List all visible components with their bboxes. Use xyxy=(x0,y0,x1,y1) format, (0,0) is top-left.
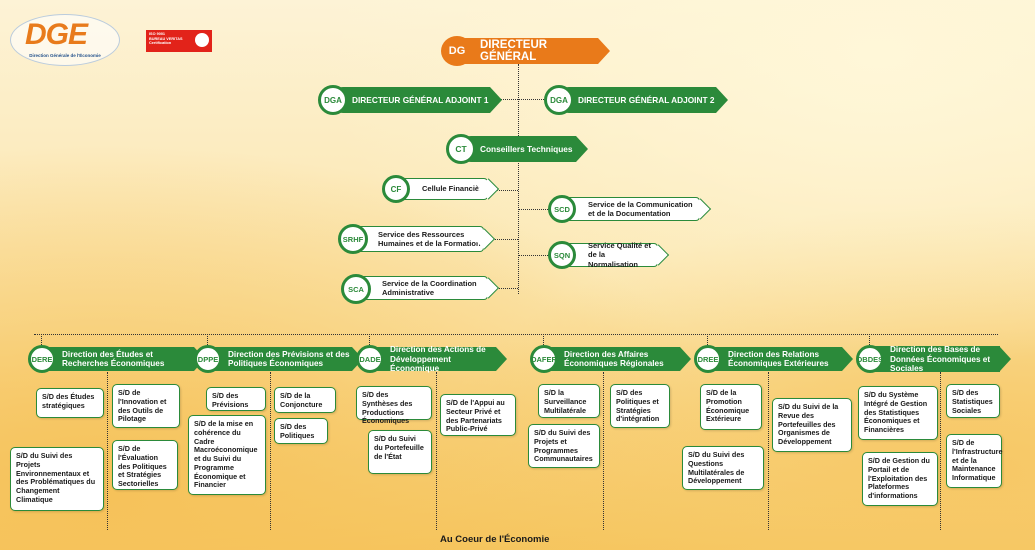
subdirection-box: S/D du Suivi des Questions Multilatérale… xyxy=(682,446,764,490)
service-cf: Cellule Financière xyxy=(396,178,488,200)
service-sca: Service de la Coordination Administrativ… xyxy=(356,276,488,300)
subdirection-box: S/D des Politiques et Stratégies d'intég… xyxy=(610,384,670,428)
subdirection-box: S/D des Prévisions xyxy=(206,387,266,411)
dge-logo: DGE Direction Générale de l'Économie xyxy=(10,14,120,66)
subdirection-box: S/D du Système Intégré de Gestion des St… xyxy=(858,386,938,440)
ct-badge: CT xyxy=(446,134,476,164)
dg-badge: DG xyxy=(441,36,473,66)
subdirection-box: S/D de Gestion du Portail et de l'Exploi… xyxy=(862,452,938,506)
service-srhf: Service des Ressources Humaines et de la… xyxy=(352,226,484,252)
logo-letters: DGE xyxy=(25,18,88,51)
subdirection-box: S/D du Suivi des Projets Environnementau… xyxy=(10,447,104,511)
bureau-veritas-seal-icon xyxy=(195,33,209,47)
subdirection-box: S/D des Statistiques Sociales xyxy=(946,384,1000,418)
subdirection-box: S/D de l'Appui au Secteur Privé et des P… xyxy=(440,394,516,436)
service-scd-badge: SCD xyxy=(548,195,576,223)
certification-badge: ISO 9001 BUREAU VERITAS Certification xyxy=(146,30,212,52)
subdirection-box: S/D de la mise en cohérence du Cadre Mac… xyxy=(188,415,266,495)
subdirection-box: S/D des Politiques xyxy=(274,418,328,444)
subdirection-box: S/D de l'Évaluation des Politiques et St… xyxy=(112,440,178,490)
service-sqn: Service Qualité et de la Normalisation xyxy=(562,241,658,269)
dga1-node: DIRECTEUR GÉNÉRAL ADJOINT 1 xyxy=(330,87,502,113)
connector-main xyxy=(518,64,519,294)
subdirection-box: S/D la Surveillance Multilatérale xyxy=(538,384,600,418)
dg-node: DIRECTEUR GÉNÉRAL xyxy=(452,38,610,64)
directions-bus xyxy=(34,334,998,335)
dga1-badge: DGA xyxy=(318,85,348,115)
subdirection-box: S/D des Études stratégiques xyxy=(36,388,104,418)
subdirection-box: S/D du Suivi des Projets et Programmes C… xyxy=(528,424,600,468)
service-cf-badge: CF xyxy=(382,175,410,203)
subdirection-box: S/D du Suivi de la Revue des Portefeuill… xyxy=(772,398,852,452)
service-scd: Service de la Communication et de la Doc… xyxy=(562,197,700,221)
service-srhf-badge: SRHF xyxy=(338,224,368,254)
service-sqn-badge: SQN xyxy=(548,241,576,269)
subdirection-box: S/D du Suivi du Portefeuille de l'État xyxy=(368,430,432,474)
subdirection-box: S/D des Synthèses des Productions Économ… xyxy=(356,386,432,425)
footer-tagline: Au Coeur de l'Économie xyxy=(440,534,550,545)
subdirection-box: S/D de l'Infrastructure et de la Mainten… xyxy=(946,434,1002,488)
logo-subtitle: Direction Générale de l'Économie xyxy=(29,53,101,58)
subdirection-box: S/D de la Conjoncture xyxy=(274,387,336,413)
dga2-badge: DGA xyxy=(544,85,574,115)
service-sca-badge: SCA xyxy=(341,274,371,304)
ct-node: Conseillers Techniques xyxy=(458,136,588,162)
dga2-node: DIRECTEUR GÉNÉRAL ADJOINT 2 xyxy=(556,87,728,113)
subdirection-box: S/D de la Promotion Économique Extérieur… xyxy=(700,384,762,430)
subdirection-box: S/D de l'Innovation et des Outils de Pil… xyxy=(112,384,180,428)
connector-dga xyxy=(494,99,550,100)
